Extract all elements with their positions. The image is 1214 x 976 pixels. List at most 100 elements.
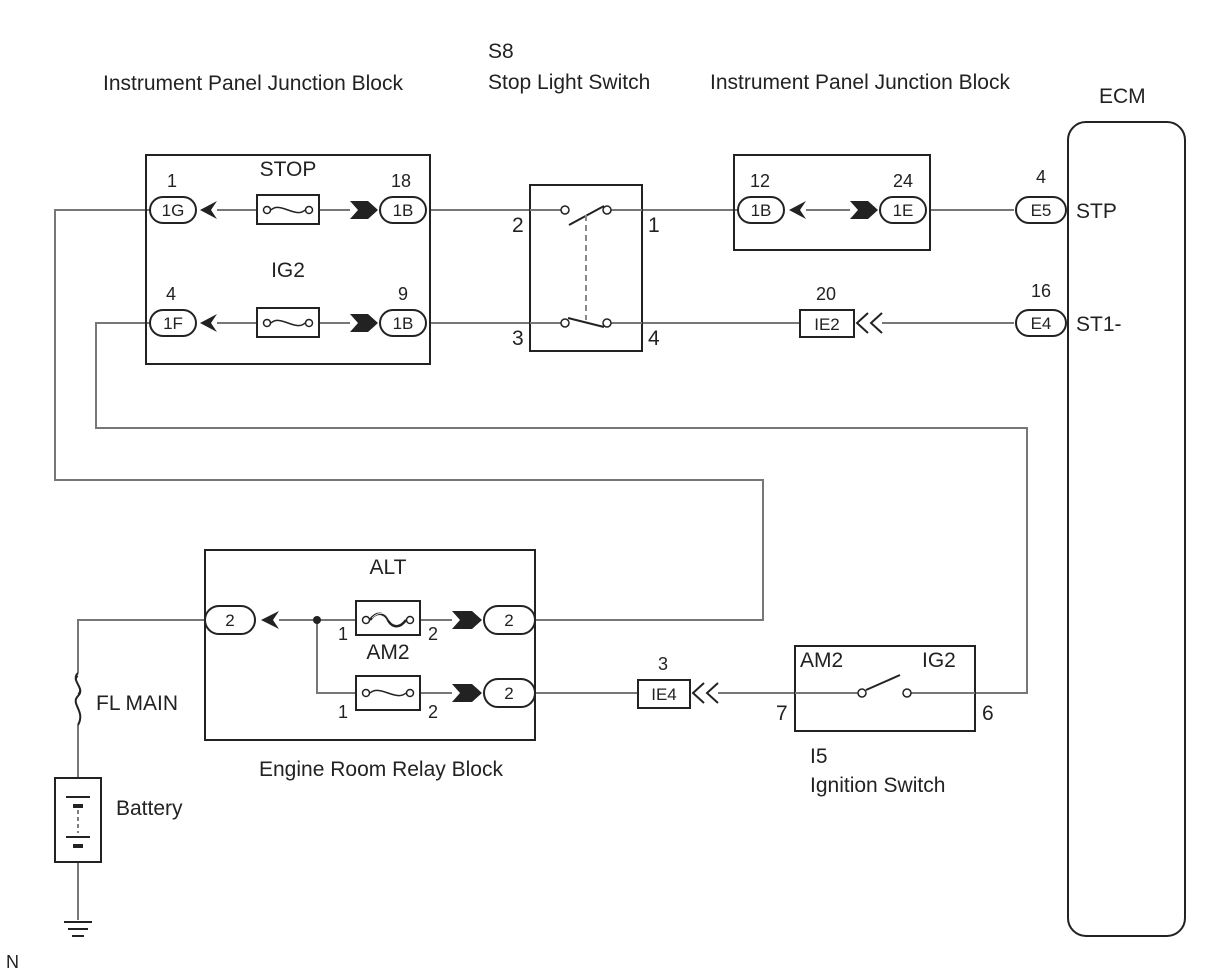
engine-room-relay-block: ALT AM2 2 1 2 1 2 2 2 [204,549,536,741]
male-terminal-icon [350,314,378,332]
ignition-pin-6: 6 [982,702,994,725]
connector-ie4: IE4 [651,685,677,704]
ipjb-right-box [733,154,931,251]
ignition-terminal-am2: AM2 [800,649,843,672]
battery-label: Battery [116,797,183,820]
am2-pin-2: 2 [428,702,438,722]
fl-main-label: FL MAIN [96,692,178,715]
ecm-label: ECM [1099,85,1146,108]
double-chevron-icon [855,312,883,334]
ipjb-right-block: 12 1B 24 1E [733,154,931,251]
male-terminal-icon [452,611,482,629]
pin-ie4-3: 3 [658,654,668,674]
switch-pin-1: 1 [648,214,660,237]
ignition-contact [902,688,912,698]
switch-pin-2: 2 [512,214,524,237]
switch-arm-lower [567,317,605,328]
wire-ig2-input [95,322,1028,694]
stop-switch-name: Stop Light Switch [488,71,650,94]
ignition-switch-box [794,645,976,732]
wire-stop-input [54,209,764,621]
connector-e5: E5 [1031,201,1052,220]
fuse-stop-element [270,206,306,214]
connector-relay-am2-out-shape [483,678,536,708]
connector-1b-a-shape [379,196,427,224]
fl-main-body [72,673,84,725]
ignition-pin-7: 7 [776,702,788,725]
stop-switch-code: S8 [488,40,514,63]
connector-1g: 1G [162,201,185,220]
switch-contact [560,205,570,215]
fusible-link-icon-inner [75,675,81,695]
ignition-switch-code: I5 [810,745,828,768]
fuse-ig2-end-right [304,318,314,328]
connector-relay-in-shape [204,605,256,635]
ipjb-left-block: STOP IG2 1 1G 18 1B 4 1F 9 1B [145,154,431,365]
ignition-contact [857,688,867,698]
ground-icon [64,921,92,937]
battery-plate-short [73,844,83,848]
fuse-ig2-element [270,319,306,327]
pin-e5-4: 4 [1036,167,1046,187]
ecm-terminal-stp: STP [1076,200,1117,223]
connector-1b-b-shape [379,309,427,337]
fuse-am2-element [369,689,407,697]
fuse-stop-end-left [262,205,272,215]
switch-contact [560,318,570,328]
pin-1f: 4 [166,284,176,304]
pin-1g: 1 [167,171,177,191]
male-terminal-icon [850,201,878,219]
pin-ie2-20: 20 [816,284,836,304]
connector-1b-c-shape [737,196,785,224]
switch-pin-3: 3 [512,327,524,350]
connector-1e: 1E [893,201,914,220]
pin-1e-24: 24 [893,171,913,191]
pin-1b-12: 12 [750,171,770,191]
ipjb-left-label: Instrument Panel Junction Block [103,72,403,95]
fuse-am2-label: AM2 [366,641,409,664]
ignition-terminal-ig2: IG2 [922,649,956,672]
connector-1f-shape [149,309,197,337]
wires [54,209,1028,920]
connector-1f: 1F [163,314,183,333]
female-terminal-icon [789,201,806,219]
connector-e5-shape [1015,196,1067,224]
engine-room-relay-block-label: Engine Room Relay Block [259,758,503,781]
ie2-connector: 20 IE2 [799,284,883,338]
connector-1e-shape [879,196,927,224]
connector-ie2-shape [799,309,855,338]
stop-light-switch: 2 1 3 4 [512,184,660,352]
fuse-am2-end-left [361,688,371,698]
connector-1g-shape [149,196,197,224]
alt-pin-2: 2 [428,624,438,644]
pin-e4-16: 16 [1031,281,1051,301]
fuse-alt-element-inner [371,613,405,624]
fuse-stop-end-right [304,205,314,215]
connector-ie4-shape [637,679,691,709]
ie4-connector: 3 IE4 [637,654,719,709]
connector-1b-c: 1B [751,201,772,220]
double-chevron-icon [691,682,719,704]
relay-block-box [204,549,536,741]
fuse-ig2-label: IG2 [271,259,305,282]
ignition-arm [865,674,901,691]
ecm-body [1067,121,1186,937]
female-terminal-icon [261,611,279,629]
alt-pin-1: 1 [338,624,348,644]
male-terminal-icon [350,201,378,219]
fuse-ig2-end-left [262,318,272,328]
switch-contact [602,205,612,215]
connector-ie2: IE2 [814,315,840,334]
ipjb-right-label: Instrument Panel Junction Block [710,71,1010,94]
male-terminal-icon [452,684,482,702]
junction-dot [313,616,321,624]
connector-1b-a: 1B [393,201,414,220]
ignition-switch: AM2 IG2 7 6 [776,645,994,732]
fuse-alt-end-left [361,615,371,625]
connector-relay-alt-out: 2 [504,611,513,630]
fl-main-link [72,672,84,726]
fuse-alt-label: ALT [370,556,407,579]
connector-relay-in: 2 [225,611,234,630]
switch-pin-4: 4 [648,327,660,350]
